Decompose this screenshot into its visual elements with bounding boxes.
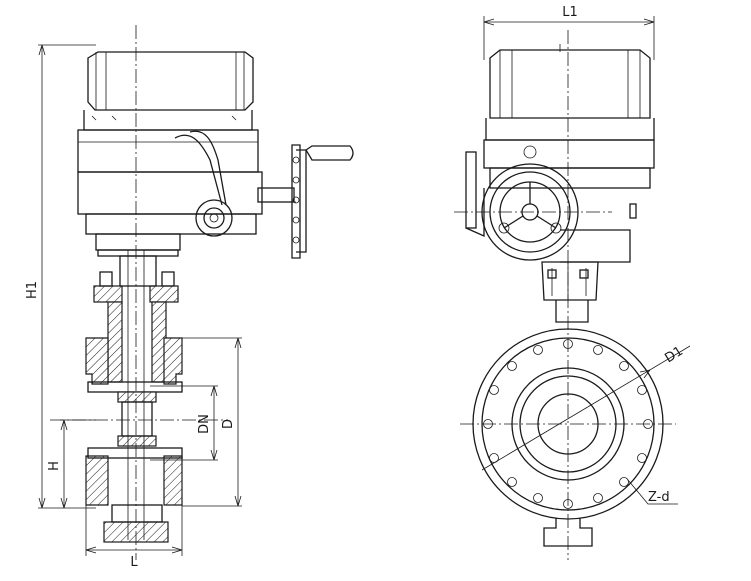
- label-h1: H1: [25, 281, 40, 299]
- label-l: L: [130, 555, 138, 570]
- dimension-labels: H1 H L DN D L1 D1 Z-d: [25, 5, 686, 570]
- label-dn: DN: [197, 414, 212, 434]
- label-d: D: [221, 419, 236, 429]
- label-h: H: [47, 461, 62, 471]
- label-d1: D1: [662, 344, 685, 366]
- side-view: [454, 16, 691, 560]
- label-l1: L1: [562, 5, 578, 20]
- label-zd: Z-d: [648, 490, 670, 505]
- front-view: [38, 25, 354, 560]
